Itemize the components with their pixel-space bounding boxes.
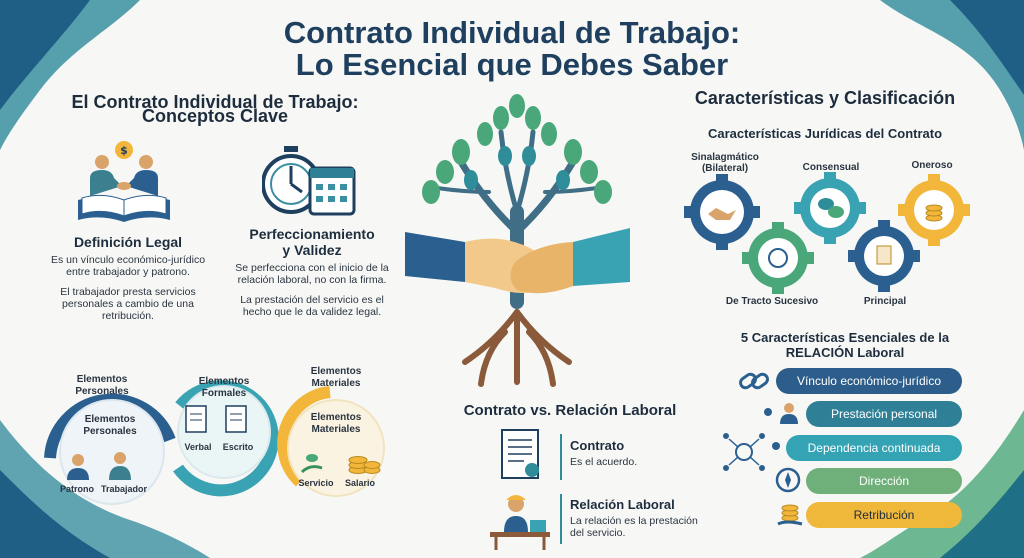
divider-2 (560, 494, 562, 544)
contrato-vs-heading: Contrato vs. Relación Laboral (463, 402, 677, 419)
chain-link-icon (739, 372, 769, 390)
perfeccionamiento-text-1b: relación laboral, no con la firma. (237, 274, 387, 286)
materiales-outer-2: Materiales (311, 378, 361, 389)
pill-dependencia-label: Dependencia continuada (807, 441, 941, 455)
verbal-label: Verbal (184, 442, 212, 452)
gear-label-consensual: Consensual (802, 162, 860, 173)
definicion-text-2b: personales a cambio de una (62, 298, 194, 310)
compass-icon (775, 467, 801, 493)
handshake-book-icon: $ (78, 141, 170, 222)
right-heading: Características y Clasificación (694, 88, 956, 108)
materiales-inner-1: Elementos (310, 412, 362, 423)
pill-vinculo: Vínculo económico-jurídico (776, 368, 962, 394)
relacion-desc-2: del servicio. (570, 527, 626, 539)
perfeccionamiento-title-2: y Validez (282, 242, 342, 258)
divider (560, 434, 562, 480)
definicion-title: Definición Legal (73, 234, 183, 250)
page-subtitle: Lo Esencial que Debes Saber (295, 47, 729, 82)
stopwatch-calendar-icon (262, 146, 356, 216)
left-heading-2: Conceptos Clave (141, 106, 289, 126)
pill-prestacion-label: Prestación personal (830, 407, 938, 421)
gear-label-oneroso: Oneroso (911, 160, 953, 171)
materiales-inner-2: Materiales (311, 424, 361, 435)
relacion-desc-1: La relación es la prestación (570, 515, 698, 527)
formales-label-2: Formales (201, 388, 247, 399)
formales-label-1: Elementos (198, 376, 250, 387)
gears-diagram (684, 172, 970, 294)
pill-retribucion-label: Retribución (853, 508, 915, 522)
gear-label-sinalagmatico-2: (Bilateral) (701, 163, 749, 174)
page-title: Contrato Individual de Trabajo: (283, 15, 741, 50)
materiales-outer-1: Elementos (310, 366, 362, 377)
relacion-heading-1: 5 Características Esenciales de la (740, 330, 950, 345)
coins-hand-icon (777, 504, 803, 526)
svg-text:$: $ (120, 144, 128, 157)
pill-dependencia: Dependencia continuada (786, 435, 962, 461)
relacion-heading-2: RELACIÓN Laboral (785, 345, 905, 360)
definicion-text-1a: Es un vínculo económico-jurídico (50, 254, 206, 266)
network-icon (723, 433, 765, 471)
contrato-desc: Es el acuerdo. (570, 456, 638, 468)
personales-outer-1: Elementos (76, 374, 128, 385)
pill-direccion-label: Dirección (858, 474, 909, 488)
relacion-title: Relación Laboral (570, 497, 675, 512)
pill-vinculo-label: Vínculo económico-jurídico (796, 374, 942, 388)
personales-inner-1: Elementos (84, 414, 136, 425)
definicion-text-2c: retribución. (102, 310, 154, 322)
trabajador-label: Trabajador (100, 484, 147, 494)
elementos-diagram (44, 380, 385, 505)
salario-label: Salario (344, 478, 375, 488)
pill-retribucion: Retribución (806, 502, 962, 528)
pill-bullet (772, 442, 780, 450)
perfeccionamiento-text-1a: Se perfecciona con el inicio de la (235, 262, 389, 274)
contrato-title: Contrato (570, 438, 625, 453)
juridicas-heading: Características Jurídicas del Contrato (707, 126, 943, 141)
pill-prestacion: Prestación personal (806, 401, 962, 427)
tree-handshake-illustration (405, 94, 630, 387)
perfeccionamiento-title: Perfeccionamiento (249, 226, 375, 242)
pill-bullet (764, 408, 772, 416)
personales-outer-2: Personales (75, 386, 129, 397)
patrono-label: Patrono (59, 484, 94, 494)
personales-inner-2: Personales (83, 426, 137, 437)
definicion-text-2a: El trabajador presta servicios (60, 286, 196, 298)
gear-label-principal: Principal (863, 296, 907, 307)
servicio-label: Servicio (298, 478, 334, 488)
worker-desk-icon (490, 495, 550, 550)
document-icon (501, 429, 539, 479)
gear-label-tracto: De Tracto Sucesivo (725, 296, 819, 307)
left-heading: El Contrato Individual de Trabajo: (71, 92, 359, 112)
pill-direccion: Dirección (806, 468, 962, 494)
perfeccionamiento-text-2b: hecho que le da validez legal. (242, 306, 382, 318)
definicion-text-1b: entre trabajador y patrono. (66, 266, 190, 278)
escrito-label: Escrito (222, 442, 254, 452)
perfeccionamiento-text-2a: La prestación del servicio es el (240, 294, 384, 306)
person-icon (780, 403, 798, 424)
gear-label-sinalagmatico-1: Sinalagmático (691, 152, 759, 163)
